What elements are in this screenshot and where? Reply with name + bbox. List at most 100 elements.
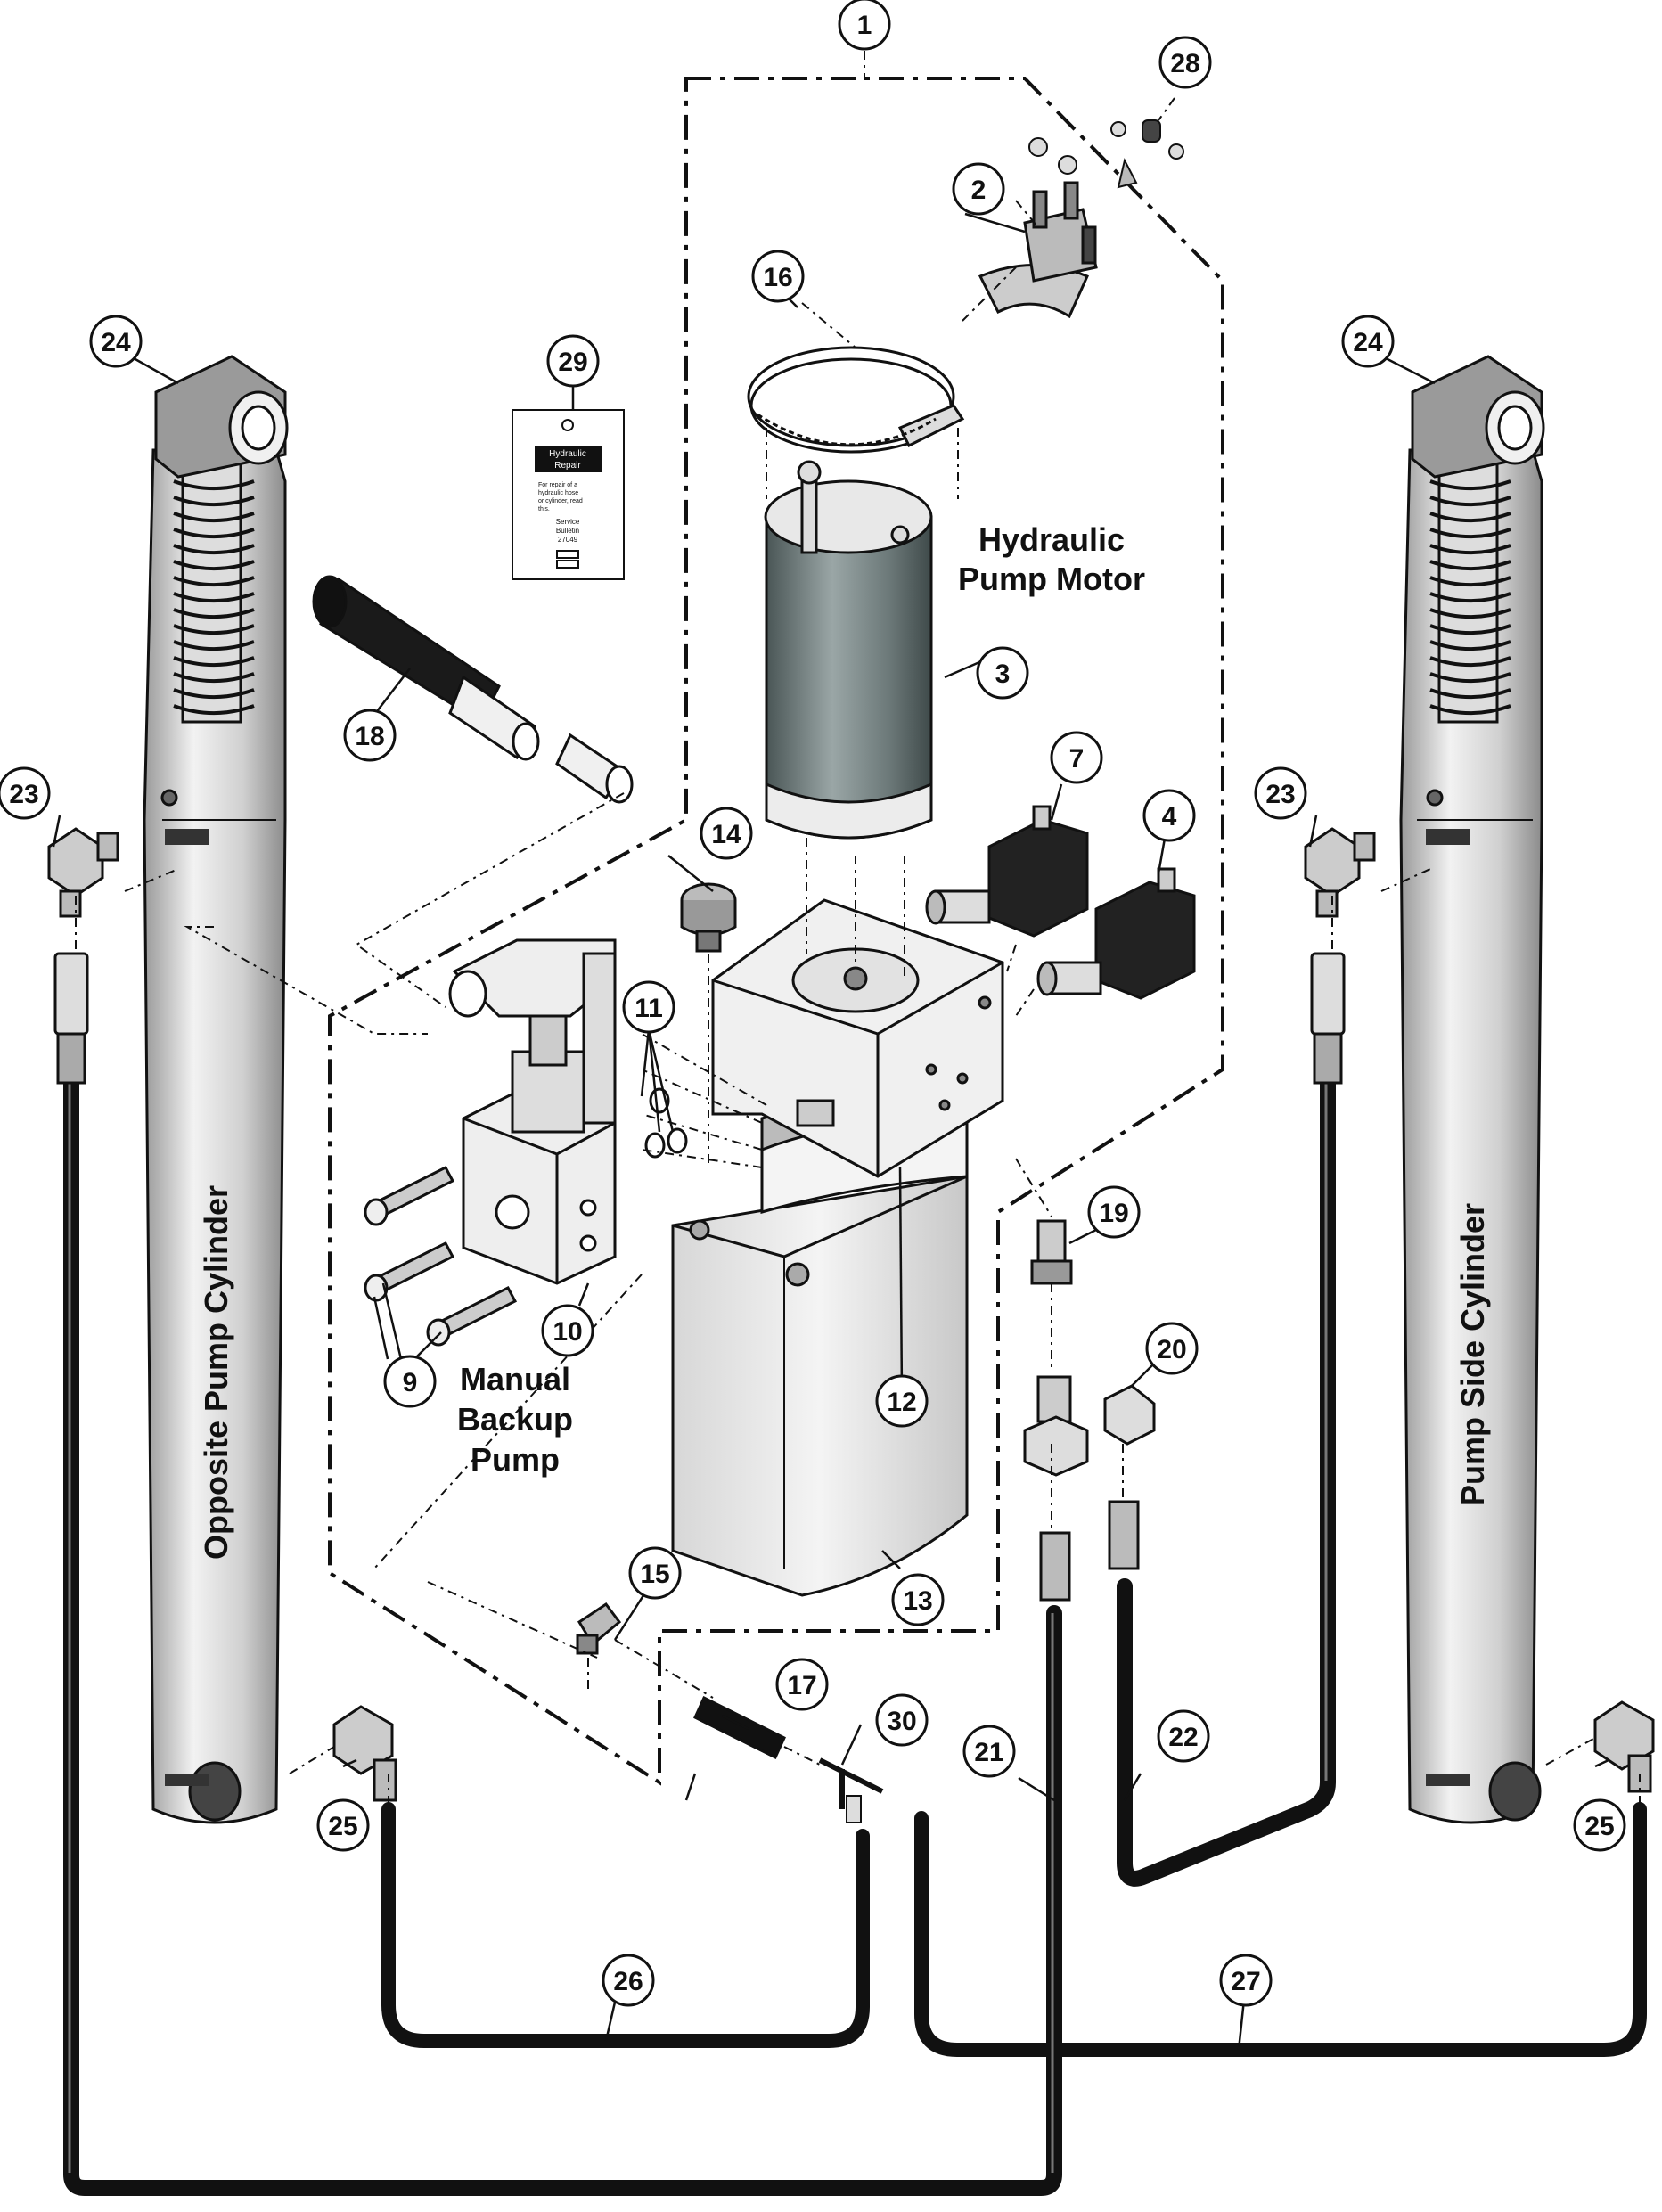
- spring-coils-right: [1429, 479, 1511, 716]
- hoses: [63, 1061, 1647, 2196]
- pump-side-cylinder: [1399, 448, 1543, 1824]
- callout-25a: 25: [316, 1798, 370, 1852]
- spring-coil: [1429, 592, 1511, 603]
- callout-23b: 23: [1254, 766, 1307, 820]
- svg-text:7: 7: [1069, 744, 1085, 774]
- callout-23a: 23: [0, 766, 51, 820]
- tee-fitting-30: [818, 1757, 884, 1823]
- bleeder-valve-15: [576, 1602, 622, 1655]
- callout-13: 13: [891, 1573, 945, 1626]
- card-body-line1: For repair of a: [538, 482, 577, 488]
- callout-17: 17: [775, 1658, 829, 1711]
- svg-text:1: 1: [857, 11, 872, 40]
- spring-coil: [1429, 704, 1511, 716]
- spring-coil: [1429, 688, 1511, 700]
- label-hydraulic-pump-motor: Hydraulic Pump Motor: [958, 521, 1145, 597]
- spring-coil: [1429, 672, 1511, 684]
- leader-lines: [75, 51, 1641, 1805]
- svg-text:24: 24: [1353, 328, 1383, 357]
- callout-30: 30: [875, 1693, 929, 1747]
- fitting-19: [1030, 1219, 1073, 1285]
- label-pump-side-cylinder: Pump Side Cylinder: [1454, 1203, 1491, 1506]
- svg-text:25: 25: [1584, 1812, 1614, 1841]
- svg-text:19: 19: [1099, 1199, 1128, 1228]
- svg-text:25: 25: [328, 1812, 357, 1841]
- opposite-pump-cylinder: [143, 448, 287, 1824]
- label-opposite-pump-cylinder: Opposite Pump Cylinder: [198, 1185, 234, 1560]
- spring-coil: [173, 688, 255, 700]
- svg-text:3: 3: [995, 660, 1011, 689]
- spring-coil: [173, 544, 255, 555]
- svg-text:30: 30: [887, 1707, 916, 1736]
- svg-text:24: 24: [101, 328, 131, 357]
- rod-end-left: [154, 355, 289, 479]
- spring-coil: [173, 704, 255, 716]
- label-hydraulic-line1: Hydraulic: [978, 521, 1125, 558]
- nuts-28: [1028, 119, 1184, 189]
- label-manual-line1: Manual: [460, 1361, 570, 1397]
- svg-text:10: 10: [553, 1317, 582, 1347]
- solenoid-valve-4: [1036, 867, 1196, 1000]
- manifold-block: [711, 898, 1004, 1178]
- rod-end-right: [1411, 355, 1545, 479]
- callout-22: 22: [1157, 1709, 1210, 1763]
- svg-text:15: 15: [640, 1560, 669, 1589]
- svg-text:22: 22: [1168, 1723, 1198, 1752]
- svg-text:21: 21: [974, 1738, 1003, 1767]
- svg-text:26: 26: [613, 1967, 643, 1996]
- callout-29: 29: [546, 334, 600, 388]
- callout-10: 10: [541, 1304, 594, 1357]
- svg-text:13: 13: [903, 1586, 932, 1616]
- spring-coil: [1429, 479, 1511, 491]
- breather-cap-14: [680, 882, 737, 953]
- spring-coil: [173, 608, 255, 619]
- svg-text:2: 2: [971, 176, 987, 205]
- callout-21: 21: [962, 1725, 1016, 1778]
- spring-coil: [1429, 608, 1511, 619]
- spring-coil: [1429, 560, 1511, 571]
- svg-text:16: 16: [763, 263, 792, 292]
- hose-26: [381, 1802, 870, 2048]
- label-hydraulic-line2: Pump Motor: [958, 561, 1145, 597]
- callout-11: 11: [622, 980, 675, 1034]
- callout-2: 2: [952, 162, 1005, 216]
- svg-text:14: 14: [711, 820, 741, 849]
- spring-coil: [1429, 656, 1511, 668]
- callout-19: 19: [1087, 1185, 1141, 1239]
- spring-coil: [173, 592, 255, 603]
- elbow-fitting-23-right: [1304, 827, 1376, 1085]
- spring-coil: [1429, 528, 1511, 539]
- elbow-fitting-25-left: [332, 1705, 397, 1802]
- o-rings-11: [644, 1087, 688, 1159]
- spring-coil: [173, 624, 255, 635]
- hose-21: [63, 1061, 1062, 2196]
- hose-27: [914, 1802, 1647, 2057]
- spring-coil: [173, 560, 255, 571]
- svg-text:27: 27: [1231, 1967, 1260, 1996]
- svg-text:11: 11: [635, 994, 663, 1023]
- card-body-line4: this.: [538, 506, 550, 512]
- callout-27: 27: [1219, 1954, 1273, 2007]
- hose-highlights: [68, 1078, 1328, 2173]
- repair-sleeve-18: [312, 575, 634, 804]
- label-manual-line3: Pump: [471, 1441, 560, 1478]
- callout-26: 26: [602, 1954, 655, 2007]
- callout-16: 16: [751, 250, 805, 303]
- label-manual-backup-pump: Manual Backup Pump: [457, 1361, 573, 1478]
- callout-24a: 24: [89, 315, 143, 368]
- spring-coil: [173, 672, 255, 684]
- svg-text:4: 4: [1162, 802, 1177, 832]
- elbow-fitting-25-right: [1593, 1700, 1655, 1793]
- svg-text:29: 29: [558, 348, 587, 377]
- callout-18: 18: [343, 709, 397, 762]
- card-footer-line2: Bulletin: [556, 527, 579, 535]
- tee-fitting-20: [1023, 1375, 1156, 1602]
- callout-25b: 25: [1573, 1798, 1626, 1852]
- callout-1: 1: [838, 0, 891, 51]
- callouts: 1 28 2 16 24 24 29 3 18 7 23 23 4 14 11 …: [0, 0, 1626, 2007]
- svg-text:17: 17: [787, 1671, 816, 1700]
- spring-coil: [173, 528, 255, 539]
- svg-text:12: 12: [887, 1388, 916, 1417]
- callout-12: 12: [875, 1374, 929, 1428]
- elbow-fitting-23-left: [47, 827, 119, 1085]
